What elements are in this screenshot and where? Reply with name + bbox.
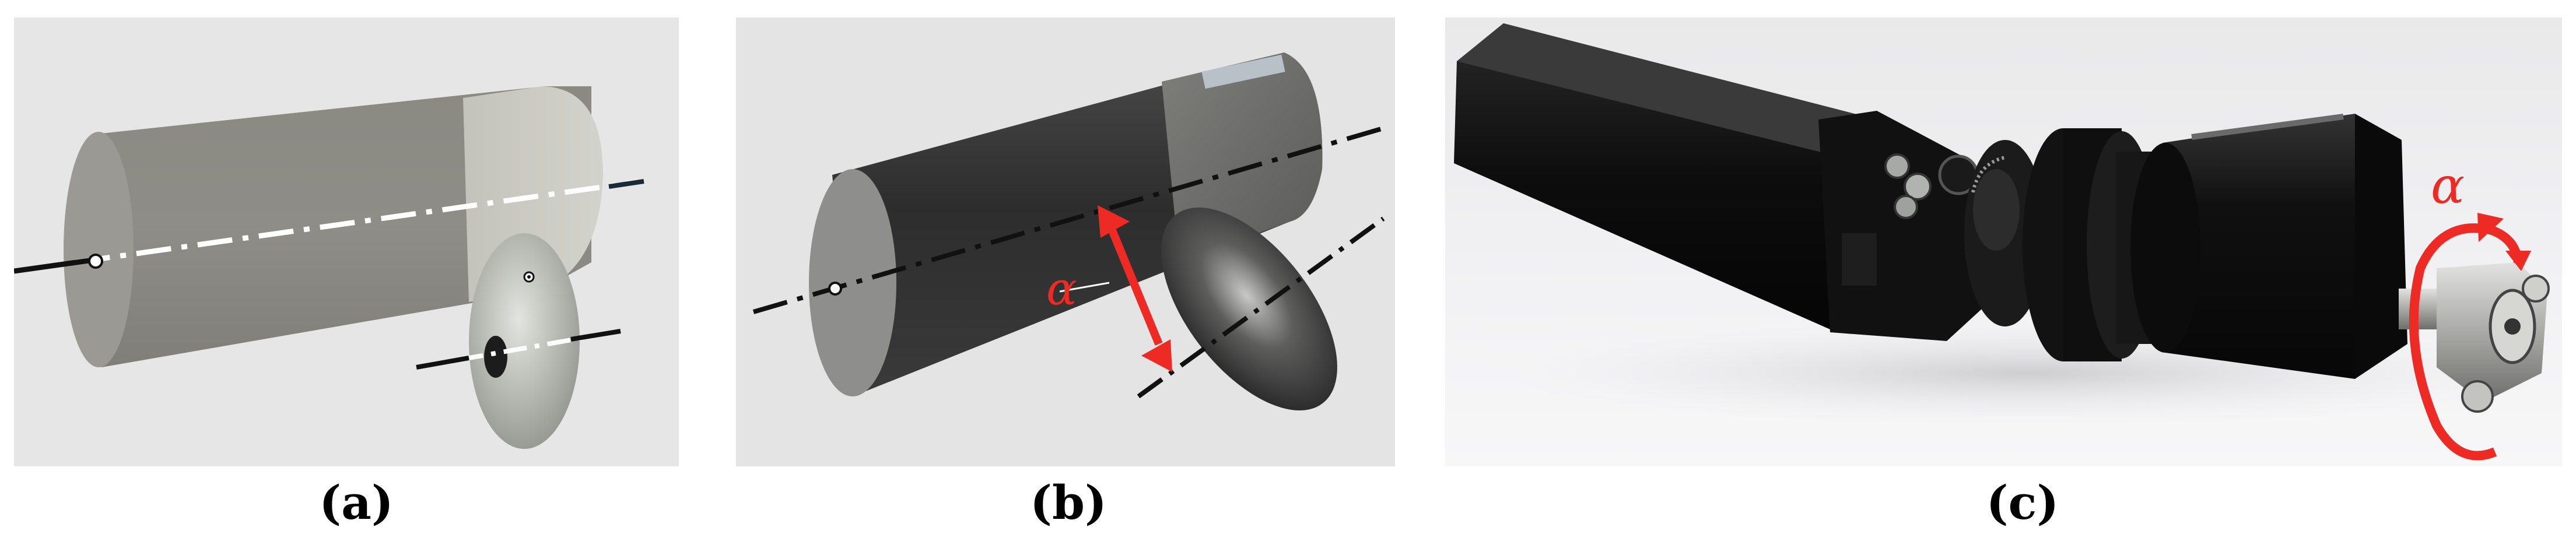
screw-3 xyxy=(1894,195,1918,219)
axis-point-marker xyxy=(828,282,842,296)
rotation-arrow-head xyxy=(2477,213,2504,242)
panel-c-photo: α xyxy=(1445,17,2562,466)
panel-a-render xyxy=(14,17,679,466)
cylinder-axis xyxy=(14,179,639,274)
panel-b-render: α xyxy=(736,17,1395,466)
screw-2 xyxy=(1904,173,1932,201)
rotation-arrow xyxy=(2409,223,2497,461)
angle-label-c: α xyxy=(2431,157,2465,215)
cylinder-front-face xyxy=(64,132,134,367)
wheel-axis xyxy=(1137,216,1385,399)
axis-point-marker xyxy=(88,254,103,269)
wheel-hole xyxy=(484,336,507,378)
caption-c: (c) xyxy=(1986,475,2059,530)
screw-1 xyxy=(1884,153,1910,179)
cylinder-wheel-illustration-a xyxy=(14,86,644,449)
caption-b: (b) xyxy=(1030,475,1107,530)
caption-a: (a) xyxy=(319,475,394,530)
wheel xyxy=(1161,208,1337,410)
tool-photo-illustration: α xyxy=(1454,23,2553,461)
angle-arrow-shaft xyxy=(1108,229,1163,346)
hinge-block xyxy=(1818,111,1982,341)
cylinder-axis xyxy=(752,126,1385,314)
angle-arrow-head-bottom xyxy=(1141,339,1172,372)
wheel-outer xyxy=(469,233,580,449)
cylinder-wheel-illustration-b: α xyxy=(752,52,1385,410)
cylinder-front-face xyxy=(809,169,896,396)
angle-arrow-head-top xyxy=(1098,205,1130,238)
main-cylinder xyxy=(2163,114,2399,379)
angle-label-b: α xyxy=(1046,263,1077,315)
